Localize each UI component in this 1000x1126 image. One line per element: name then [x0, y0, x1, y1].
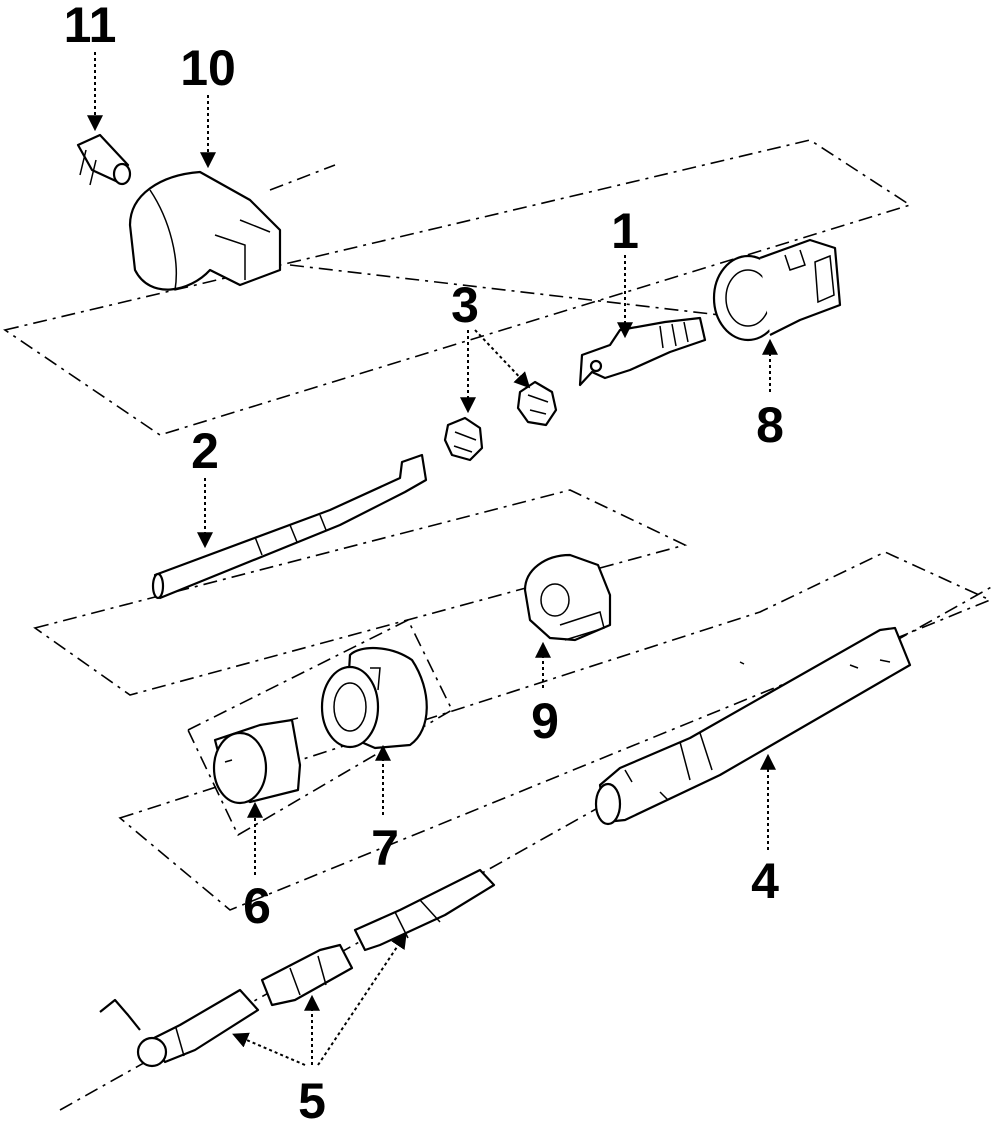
callout-11: 11	[64, 0, 117, 53]
part-3-lower-gear	[443, 416, 484, 462]
callout-4: 4	[751, 853, 779, 909]
part-9-adapter	[523, 553, 612, 642]
part-2-shaft	[151, 453, 428, 600]
callout-1: 1	[611, 203, 639, 259]
part-4-jacket	[594, 626, 912, 826]
part-10-housing	[128, 170, 282, 291]
callout-5: 5	[298, 1073, 326, 1126]
leader-3b	[474, 329, 531, 389]
callout-9: 9	[531, 693, 559, 749]
part-11-pin	[76, 133, 132, 186]
part-6-bearing	[212, 717, 302, 805]
part-7-sleeve	[320, 646, 428, 750]
part-5-shaft-assembly	[99, 868, 496, 1068]
lower-group-panel	[118, 551, 993, 911]
part-8-lock-housing	[712, 238, 842, 342]
callout-3: 3	[451, 277, 479, 333]
callout-8: 8	[756, 397, 784, 453]
leader-5a	[232, 1032, 306, 1066]
part-1-yoke-shaft	[578, 316, 707, 387]
leader-5c	[317, 932, 407, 1066]
part-3-upper-gear	[516, 380, 558, 427]
upper-group-panel	[3, 139, 912, 436]
callout-6: 6	[243, 878, 271, 934]
callout-10: 10	[180, 40, 236, 96]
callout-2: 2	[191, 423, 219, 479]
callout-7: 7	[371, 820, 399, 876]
upper-centerline	[269, 164, 721, 316]
middle-group-panel	[33, 489, 688, 696]
